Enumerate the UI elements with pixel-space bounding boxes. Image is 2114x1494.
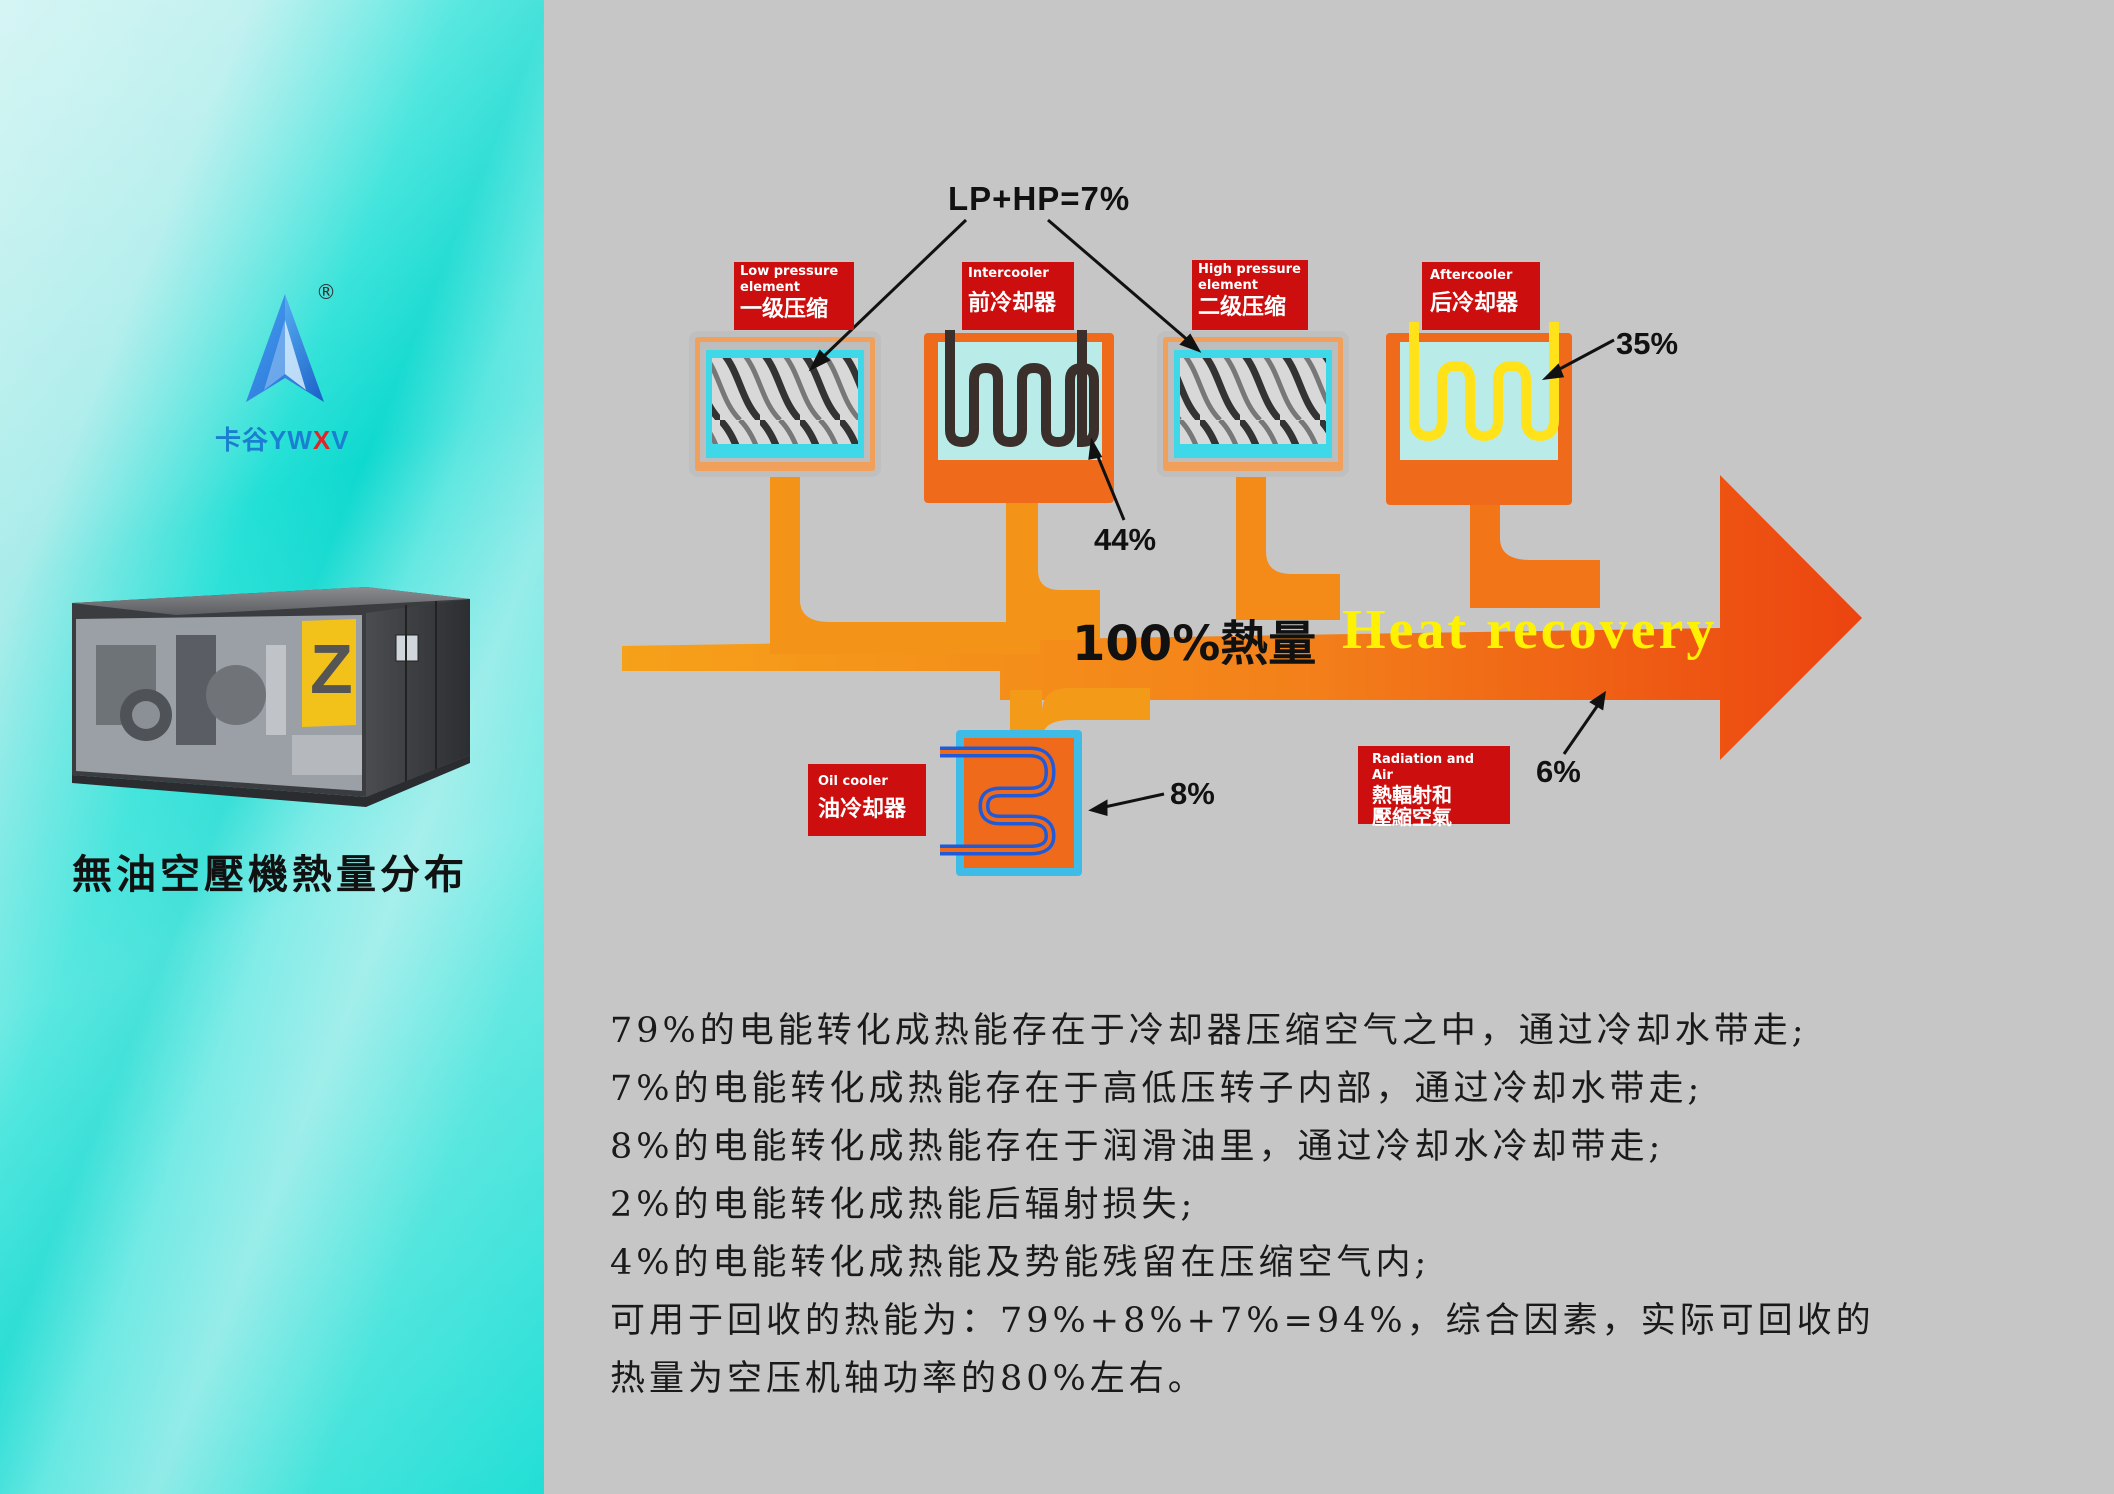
arrow-label-cn: 100%熱量 bbox=[1072, 616, 1317, 672]
pipe-oil bbox=[1010, 688, 1150, 745]
label-radiation-en: Radiation and Air bbox=[1372, 752, 1475, 783]
left-panel: ® 卡谷YWXV Z 無油空壓機熱量分布 bbox=[0, 0, 544, 1494]
arrow-label-en: Heat recovery bbox=[1342, 599, 1718, 661]
label-aftercooler-en: Aftercooler bbox=[1430, 268, 1513, 283]
label-oil-cooler: Oil cooler 油冷却器 bbox=[808, 764, 926, 836]
brand-name-en-v: V bbox=[331, 425, 350, 455]
pipe-aftercooler bbox=[1470, 490, 1600, 608]
description-line: 7%的电能转化成热能存在于高低压转子内部，通过冷却水带走; bbox=[610, 1069, 1704, 1109]
pipe-hp bbox=[1236, 470, 1340, 620]
brand-name-en-a: YW bbox=[269, 425, 313, 455]
heat-recovery-arrow bbox=[622, 475, 1862, 760]
pct-oil-cooler: 8% bbox=[1170, 776, 1215, 811]
low-pressure-element bbox=[689, 331, 881, 477]
label-low-pressure-zh: 一级压缩 bbox=[740, 296, 829, 322]
brand-logo-icon bbox=[246, 294, 324, 402]
label-aftercooler: Aftercooler 后冷却器 bbox=[1422, 262, 1540, 330]
lp-hp-label: LP+HP=7% bbox=[948, 180, 1131, 217]
machine-title: 無油空壓機熱量分布 bbox=[72, 852, 468, 898]
description-line: 2%的电能转化成热能后辐射损失; bbox=[610, 1185, 1197, 1225]
brand-name: 卡谷YWXV bbox=[215, 420, 350, 457]
oil-cooler bbox=[940, 730, 1082, 876]
label-low-pressure: Low pressure element 一级压缩 bbox=[734, 262, 854, 330]
brand-name-cn: 卡谷 bbox=[215, 425, 270, 455]
label-radiation-zh2: 壓縮空氣 bbox=[1372, 805, 1452, 829]
label-intercooler: Intercooler 前冷却器 bbox=[962, 262, 1074, 330]
intercooler bbox=[924, 330, 1114, 503]
registered-mark: ® bbox=[316, 280, 336, 304]
description-line: 79%的电能转化成热能存在于冷却器压缩空气之中，通过冷却水带走; bbox=[610, 1011, 1808, 1051]
pct-intercooler: 44% bbox=[1094, 522, 1157, 557]
label-low-pressure-en: Low pressure element bbox=[740, 264, 839, 295]
brand-name-en-x: X bbox=[312, 425, 332, 455]
label-high-pressure-zh: 二级压缩 bbox=[1198, 294, 1287, 320]
label-radiation: Radiation and Air 熱輻射和 壓縮空氣 bbox=[1358, 746, 1510, 828]
svg-text:Z: Z bbox=[310, 630, 353, 708]
label-intercooler-zh: 前冷却器 bbox=[968, 290, 1057, 316]
right-panel bbox=[544, 0, 2114, 1494]
description-line: 可用于回收的热能为：79%+8%+7%=94%，综合因素，实际可回收的 bbox=[610, 1301, 1875, 1341]
pct-aftercooler: 35% bbox=[1616, 326, 1679, 361]
label-intercooler-en: Intercooler bbox=[968, 266, 1049, 281]
description-line: 8%的电能转化成热能存在于润滑油里，通过冷却水冷却带走; bbox=[610, 1127, 1665, 1167]
description-line: 热量为空压机轴功率的80%左右。 bbox=[610, 1359, 1207, 1399]
compressor-machine-image: Z bbox=[72, 587, 470, 807]
description-block: 79%的电能转化成热能存在于冷却器压缩空气之中，通过冷却水带走; 7%的电能转化… bbox=[610, 1002, 2030, 1408]
description-line: 4%的电能转化成热能及势能残留在压缩空气内; bbox=[610, 1243, 1431, 1283]
label-radiation-zh: 熱輻射和 bbox=[1372, 783, 1452, 807]
label-oil-cooler-en: Oil cooler bbox=[818, 774, 888, 789]
callout-lines bbox=[808, 218, 1615, 816]
aftercooler bbox=[1386, 322, 1572, 505]
label-aftercooler-zh: 后冷却器 bbox=[1430, 290, 1519, 316]
pct-radiation: 6% bbox=[1536, 754, 1581, 789]
high-pressure-element bbox=[1157, 331, 1349, 477]
label-oil-cooler-zh: 油冷却器 bbox=[818, 796, 907, 822]
label-high-pressure: High pressure element 二级压缩 bbox=[1192, 260, 1308, 330]
label-high-pressure-en: High pressure element bbox=[1198, 262, 1301, 293]
pipe-intercooler bbox=[1006, 500, 1100, 640]
